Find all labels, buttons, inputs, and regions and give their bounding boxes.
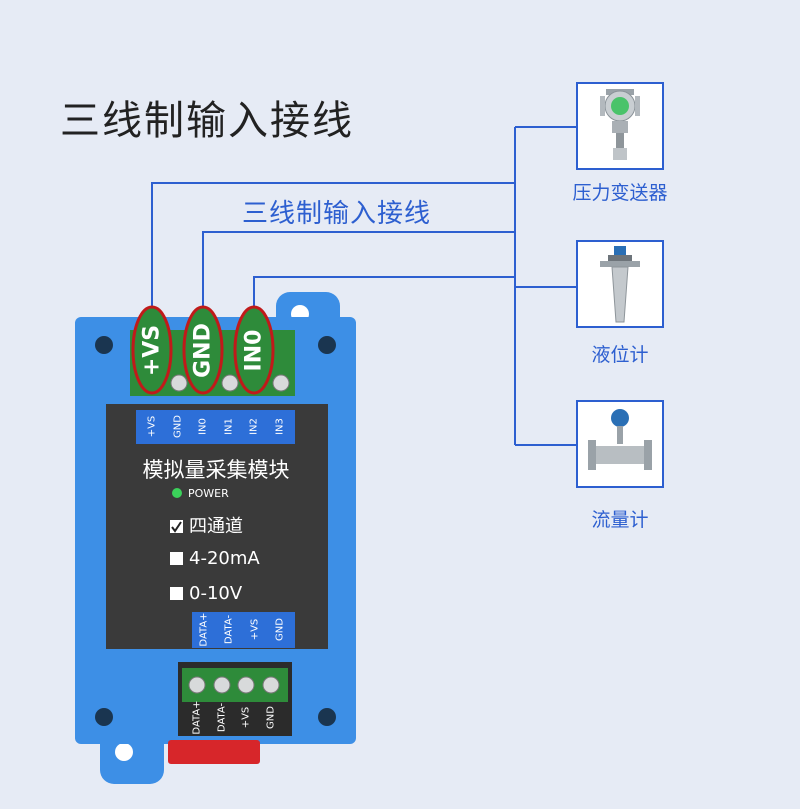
terminal-gnd-text: GND bbox=[190, 323, 216, 378]
top-label-gnd: GND bbox=[172, 415, 184, 438]
radar-level-meter-icon bbox=[600, 246, 640, 323]
option-channels-label: 四通道 bbox=[189, 516, 243, 537]
block-label-data-minus: DATA- bbox=[216, 702, 228, 733]
level-meter-card bbox=[576, 240, 664, 328]
power-label: POWER bbox=[188, 487, 229, 500]
option-current: 4-20mA bbox=[170, 548, 260, 569]
top-label-in0: IN0 bbox=[197, 418, 209, 435]
top-label-in1: IN1 bbox=[223, 418, 235, 435]
bottom-label-data-minus: DATA- bbox=[223, 614, 235, 645]
wiring-label: 三线制输入接线 bbox=[242, 199, 432, 229]
wire-vs bbox=[151, 182, 515, 315]
pressure-transmitter-card bbox=[576, 82, 664, 170]
top-label-vs: +VS bbox=[146, 415, 158, 438]
checkbox-empty-icon bbox=[170, 552, 183, 565]
terminal-vs-text: +VS bbox=[139, 324, 165, 377]
option-current-label: 4-20mA bbox=[189, 548, 260, 569]
terminal-in0-highlight bbox=[233, 305, 275, 395]
checkbox-checked-icon bbox=[170, 520, 183, 533]
module-name: 模拟量采集模块 bbox=[142, 458, 290, 482]
terminal-gnd-highlight bbox=[182, 305, 224, 395]
option-channels: 四通道 bbox=[170, 512, 243, 538]
pressure-transmitter-icon bbox=[600, 89, 640, 160]
wire-gnd bbox=[202, 231, 515, 315]
terminal-vs-highlight bbox=[131, 305, 173, 395]
flowmeter-card bbox=[576, 400, 664, 488]
block-label-vs: +VS bbox=[240, 706, 252, 729]
bottom-label-gnd: GND bbox=[274, 618, 286, 641]
block-label-data-plus: DATA+ bbox=[191, 700, 203, 735]
bottom-label-data-plus: DATA+ bbox=[198, 612, 210, 647]
option-voltage: 0-10V bbox=[170, 583, 242, 604]
top-label-in3: IN3 bbox=[274, 418, 286, 435]
option-voltage-label: 0-10V bbox=[189, 583, 243, 604]
page-title: 三线制输入接线 bbox=[60, 98, 354, 144]
bottom-label-vs: +VS bbox=[249, 618, 261, 641]
wire-in0 bbox=[253, 276, 515, 315]
level-meter-label: 液位计 bbox=[591, 344, 649, 366]
pressure-transmitter-label: 压力变送器 bbox=[572, 182, 668, 204]
top-label-in2: IN2 bbox=[248, 418, 260, 435]
checkbox-empty-icon bbox=[170, 587, 183, 600]
vortex-flowmeter-icon bbox=[588, 409, 652, 470]
flowmeter-label: 流量计 bbox=[591, 509, 649, 531]
block-label-gnd: GND bbox=[265, 706, 277, 729]
terminal-in0-text: IN0 bbox=[241, 329, 267, 372]
